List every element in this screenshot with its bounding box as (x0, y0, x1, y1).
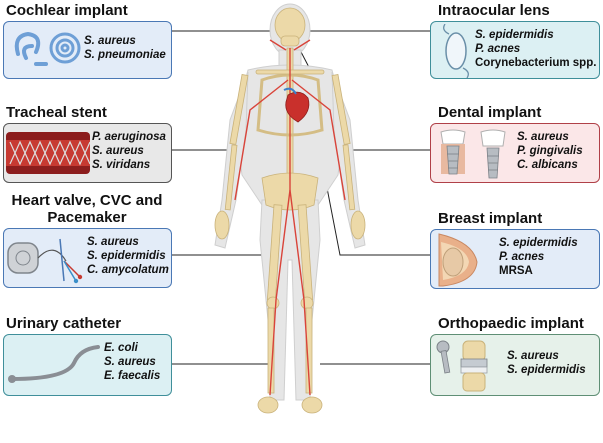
organism: S. epidermidis (507, 364, 586, 376)
cochlea-icon (14, 31, 81, 66)
urinary-organisms: E. coli S. aureus E. faecalis (104, 341, 160, 383)
jaw (280, 35, 300, 47)
heart-valve-title: Heart valve, CVC and Pacemaker (11, 192, 163, 226)
skeleton (214, 7, 366, 414)
heart (283, 87, 310, 123)
organism: P. gingivalis (517, 145, 583, 157)
tracheal-stent-title: Tracheal stent (6, 104, 107, 121)
orthopaedic-implant-title: Orthopaedic implant (438, 315, 584, 332)
tracheal-stent-box: P. aeruginosa S. aureus S. viridans (3, 123, 172, 183)
organism: S. aureus (92, 145, 144, 157)
organism: S. epidermidis (475, 29, 554, 41)
organism: S. pneumoniae (84, 49, 166, 61)
cochlear-implant-title: Cochlear implant (6, 2, 128, 19)
breast-implant-title: Breast implant (438, 210, 543, 227)
tracheal-stent-icon (6, 132, 90, 174)
vessels (234, 39, 346, 396)
organism: S. aureus (507, 350, 559, 362)
lens-icon (443, 24, 469, 78)
heart-valve-box: S. aureus S. epidermidis C. amycolatum (3, 228, 172, 288)
breast-organisms: S. epidermidis P. acnes MRSA (499, 236, 578, 278)
breast-implant-icon (438, 233, 478, 287)
foot-left (257, 396, 279, 414)
forearm-right (342, 144, 356, 211)
heart-organisms: S. aureus S. epidermidis C. amycolatum (87, 235, 169, 277)
dental-implant-box: S. aureus P. gingivalis C. albicans (430, 123, 600, 183)
organism: E. coli (104, 342, 138, 354)
humerus-left (229, 74, 249, 145)
organism: S. aureus (84, 35, 136, 47)
organism: MRSA (499, 265, 533, 277)
organism: S. aureus (87, 236, 139, 248)
knee-left (266, 296, 280, 310)
foot-right (301, 396, 323, 414)
hand-right (350, 210, 366, 240)
dental-implant-icon (440, 129, 506, 179)
ortho-organisms: S. aureus S. epidermidis (507, 349, 586, 377)
organism: C. amycolatum (87, 264, 169, 276)
cochlear-organisms: S. aureus S. pneumoniae (84, 34, 166, 62)
organism: C. albicans (517, 159, 578, 171)
breast-implant-box: S. epidermidis P. acnes MRSA (430, 229, 600, 289)
pacemaker-icon (7, 238, 83, 284)
organism: S. epidermidis (87, 250, 166, 262)
catheter-icon (8, 345, 100, 383)
organism: E. faecalis (104, 370, 161, 382)
organism: S. aureus (517, 131, 569, 143)
intraocular-lens-box: S. epidermidis P. acnes Corynebacterium … (430, 21, 600, 79)
knee-right (300, 296, 314, 310)
cochlear-implant-box: S. aureus S. pneumoniae (3, 21, 172, 79)
urinary-catheter-box: E. coli S. aureus E. faecalis (3, 334, 172, 396)
organism: Corynebacterium spp. (475, 57, 597, 69)
urinary-catheter-title: Urinary catheter (6, 315, 122, 332)
organism: S. viridans (92, 159, 151, 171)
intraocular-lens-title: Intraocular lens (438, 2, 550, 19)
humerus-right (331, 74, 351, 145)
ribcage (256, 73, 324, 137)
hand-left (214, 210, 230, 240)
organism: S. aureus (104, 356, 156, 368)
dental-organisms: S. aureus P. gingivalis C. albicans (517, 130, 583, 172)
organism: P. acnes (499, 251, 545, 263)
tibia-right (305, 307, 313, 394)
tracheal-organisms: P. aeruginosa S. aureus S. viridans (92, 130, 166, 172)
organism: S. epidermidis (499, 237, 578, 249)
tibia-left (267, 307, 275, 394)
intraocular-organisms: S. epidermidis P. acnes Corynebacterium … (475, 28, 596, 70)
knee-hip-implant-icon (436, 340, 488, 392)
dental-implant-title: Dental implant (438, 104, 542, 121)
organism: P. acnes (475, 43, 521, 55)
orthopaedic-implant-box: S. aureus S. epidermidis (430, 334, 600, 396)
organism: P. aeruginosa (92, 131, 166, 143)
forearm-left (224, 144, 238, 211)
